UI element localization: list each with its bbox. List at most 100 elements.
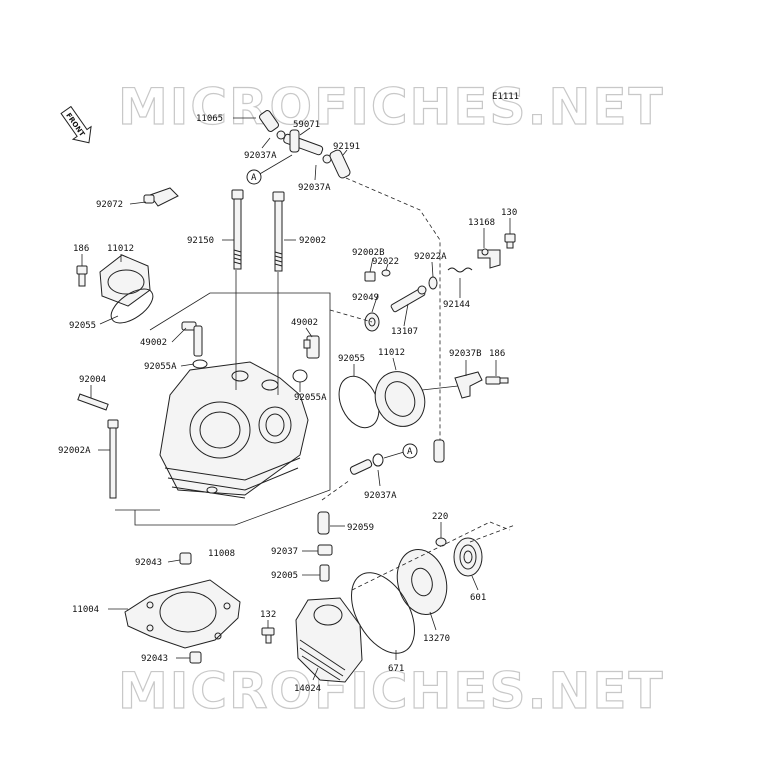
part-186-right-shape xyxy=(485,376,509,385)
leader-92055A-left xyxy=(180,363,195,367)
part-92144-shape xyxy=(447,267,473,273)
label-13168: 13168 xyxy=(468,218,495,228)
label-92002: 92002 xyxy=(299,236,326,246)
leader-11012-right xyxy=(392,357,397,371)
label-92037A-1: 92037A xyxy=(244,151,277,161)
label-92150: 92150 xyxy=(187,236,214,246)
part-92150-shape xyxy=(231,189,244,270)
part-92002-shape xyxy=(272,191,285,272)
label-13107: 13107 xyxy=(391,327,418,337)
part-49002-right-shape xyxy=(303,335,320,359)
part-92055-left-shape xyxy=(110,288,154,324)
label-92191: 92191 xyxy=(333,142,360,152)
leader-49002-left xyxy=(171,327,187,343)
label-92055-right: 92055 xyxy=(338,354,365,364)
leader-92055-left xyxy=(99,315,119,325)
label-92037: 92037 xyxy=(271,547,298,557)
part-132-shape xyxy=(261,627,275,644)
label-11004: 11004 xyxy=(72,605,99,615)
label-92043-top: 92043 xyxy=(135,558,162,568)
reference-marker-a-top: A xyxy=(246,169,262,185)
part-92043-bottom-shape xyxy=(189,651,202,664)
part-92037A-center-shape xyxy=(349,453,384,475)
label-92037A-2: 92037A xyxy=(298,183,331,193)
leader-cover-to-clamp xyxy=(421,385,459,391)
part-92072-shape xyxy=(143,187,179,207)
cylinder-head-shape xyxy=(159,361,309,499)
part-13168-shape xyxy=(477,248,501,269)
label-92055A-right: 92055A xyxy=(294,393,327,403)
label-11012-right: 11012 xyxy=(378,348,405,358)
label-92002A: 92002A xyxy=(58,446,91,456)
bracket-11008 xyxy=(134,292,331,526)
leader-marker-a-top xyxy=(257,154,293,176)
label-92037B: 92037B xyxy=(449,349,482,359)
leader-14024 xyxy=(312,667,319,681)
leader-92191 xyxy=(342,149,348,156)
part-92002A-shape xyxy=(107,419,119,499)
part-130-shape xyxy=(504,233,516,249)
leader-marker-a-mid xyxy=(383,451,405,459)
front-arrow-icon: FRONT xyxy=(60,105,92,144)
part-220-shape xyxy=(435,537,447,547)
part-92037-shape xyxy=(317,544,333,556)
label-14024: 14024 xyxy=(294,684,321,694)
dashed-cam-axis-right xyxy=(469,521,516,543)
leader-92037A-2 xyxy=(314,164,317,181)
dashed-tube-route xyxy=(321,479,351,501)
leader-92022A xyxy=(431,261,434,278)
leader-13107 xyxy=(403,303,409,327)
part-11012-left-shape xyxy=(99,254,151,307)
label-11065: 11065 xyxy=(196,114,223,124)
svg-text:A: A xyxy=(251,173,257,183)
label-601: 601 xyxy=(470,593,486,603)
label-92055A-left: 92055A xyxy=(144,362,177,372)
part-92037B-shape xyxy=(454,371,483,399)
label-92037A-3: 92037A xyxy=(364,491,397,501)
part-92005-shape xyxy=(319,564,330,582)
leader-59071 xyxy=(299,127,311,136)
label-92022: 92022 xyxy=(372,257,399,267)
label-92144: 92144 xyxy=(443,300,470,310)
label-92022A: 92022A xyxy=(414,252,447,262)
label-92072: 92072 xyxy=(96,200,123,210)
label-130: 130 xyxy=(501,208,517,218)
part-11004-shape xyxy=(124,579,241,649)
leader-92049 xyxy=(371,293,379,313)
part-49002-left-shape xyxy=(181,321,203,357)
leader-92072 xyxy=(129,201,147,205)
label-92004: 92004 xyxy=(79,375,106,385)
part-92043-top-shape xyxy=(179,552,192,565)
label-186-left: 186 xyxy=(73,244,89,254)
part-92022A-shape xyxy=(428,276,438,290)
label-92043-bottom: 92043 xyxy=(141,654,168,664)
part-92191-shape xyxy=(329,149,351,179)
leader-92002B xyxy=(369,257,374,273)
watermark-top: MICROFICHES.NET xyxy=(118,78,665,136)
dashed-cam-axis-left xyxy=(351,521,491,591)
label-49002-left: 49002 xyxy=(140,338,167,348)
part-92002B-shape xyxy=(364,271,376,282)
label-92005: 92005 xyxy=(271,571,298,581)
part-59071-shape xyxy=(276,129,332,164)
part-14024-shape xyxy=(295,597,363,683)
label-49002-right: 49002 xyxy=(291,318,318,328)
svg-text:A: A xyxy=(407,447,413,457)
part-92055A-right-shape xyxy=(292,369,308,383)
part-186-left-shape xyxy=(76,265,88,287)
part-601-shape xyxy=(453,537,483,577)
leader-92037A-1 xyxy=(261,137,271,149)
label-671: 671 xyxy=(388,664,404,674)
diagram-code: E1111 xyxy=(492,92,519,102)
leader-601 xyxy=(471,575,479,591)
label-92049: 92049 xyxy=(352,293,379,303)
label-13270: 13270 xyxy=(423,634,450,644)
label-92055-left: 92055 xyxy=(69,321,96,331)
reference-marker-a-mid: A xyxy=(402,443,418,459)
label-186-right: 186 xyxy=(489,349,505,359)
watermark-bottom: MICROFICHES.NET xyxy=(118,662,665,720)
label-11008: 11008 xyxy=(208,549,235,559)
dashed-hose-route xyxy=(345,177,441,440)
part-13107-shape xyxy=(390,285,427,313)
